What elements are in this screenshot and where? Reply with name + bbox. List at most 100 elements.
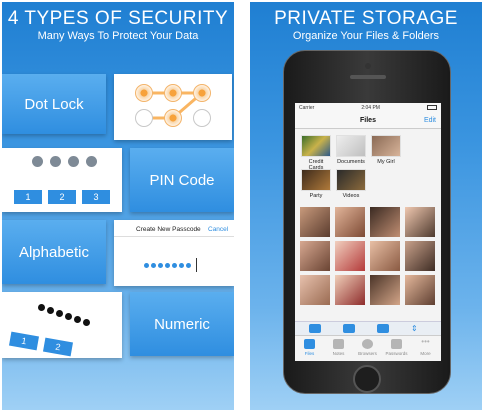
security-subline: Many Ways To Protect Your Data [37,30,199,42]
new-folder-icon[interactable] [377,324,389,333]
numeric-entry-preview: 1 2 [2,292,122,358]
tab-bar: Files Notes Browsers Passwords ••• More [295,335,441,361]
numeric-dot-icon [56,310,63,317]
numeric-dot-icon [65,313,72,320]
passcode-title: Create New Passcode [136,226,201,233]
carrier-label: Carrier [299,105,315,111]
passcode-cancel-button[interactable]: Cancel [208,226,229,233]
pattern-dot-icon [193,109,211,127]
nav-title: Files [360,117,376,124]
create-passcode-preview: Create New Passcode Cancel [114,220,234,286]
passcode-dot-icon [144,263,149,268]
pattern-dot-icon [164,109,182,127]
pin-code-tile[interactable]: PIN Code [130,148,234,212]
tab-label: More [420,351,431,356]
home-button[interactable] [353,365,381,393]
photo-thumbnail[interactable] [300,275,330,305]
numeric-tile[interactable]: Numeric [130,292,234,356]
pin-dot-icon [50,156,61,167]
folder-thumbnail [371,135,401,157]
photo-thumbnail[interactable] [405,207,435,237]
pin-dot-icon [32,156,43,167]
folder-label: Documents [337,159,365,165]
folder-thumbnail [301,169,331,191]
text-cursor [196,258,197,272]
passcode-dot-icon [179,263,184,268]
alphabetic-tile[interactable]: Alphabetic [2,220,106,284]
photo-thumbnail[interactable] [370,241,400,271]
numeric-dot-icon [83,319,90,326]
pattern-lock-preview [114,74,232,140]
photo-thumbnail[interactable] [405,275,435,305]
action-toolbar: ⇕ [295,321,441,335]
passcode-dot-icon [165,263,170,268]
passcode-dot-icon [151,263,156,268]
tab-label: Passwords [385,351,408,356]
photo-thumbnail[interactable] [300,241,330,271]
phone-screen: Carrier 2:04 PM Files Edit Credit Cards … [295,103,441,361]
iphone-mockup: Carrier 2:04 PM Files Edit Credit Cards … [283,50,451,394]
photo-thumbnail[interactable] [335,275,365,305]
add-photo-icon[interactable] [343,324,355,333]
tab-more[interactable]: ••• More [411,337,440,357]
files-icon [304,339,315,349]
security-headline: 4 TYPES OF SECURITY [7,8,229,29]
photo-thumbnail[interactable] [335,207,365,237]
camera-icon [365,63,371,69]
tab-label: Notes [332,351,345,356]
divider [114,236,234,237]
photo-thumbnail[interactable] [370,207,400,237]
photo-thumbnail[interactable] [405,241,435,271]
security-panel: 4 TYPES OF SECURITY Many Ways To Protect… [2,2,234,410]
pin-entry-preview: 1 2 3 [2,148,122,212]
folder-item[interactable]: My Girl [371,135,401,165]
photo-thumbnail[interactable] [335,241,365,271]
pattern-dot-icon [164,84,182,102]
sort-icon[interactable]: ⇕ [411,324,418,333]
tab-notes[interactable]: Notes [324,339,353,356]
folder-thumbnail [336,135,366,157]
nav-bar: Files Edit [295,113,441,129]
tab-passwords[interactable]: Passwords [382,339,411,356]
tab-files[interactable]: Files [295,339,324,356]
pattern-dot-icon [193,84,211,102]
passcode-dot-icon [186,263,191,268]
lock-icon [391,339,402,349]
keypad-key[interactable]: 2 [48,190,76,204]
passcode-dot-icon [172,263,177,268]
keypad-key[interactable]: 3 [82,190,110,204]
pin-dot-icon [68,156,79,167]
photo-thumbnail[interactable] [370,275,400,305]
storage-headline: PRIVATE STORAGE [274,8,458,29]
folder-label: Credit Cards [308,159,324,171]
tab-browsers[interactable]: Browsers [353,339,382,356]
numeric-dot-icon [74,316,81,323]
storage-subline: Organize Your Files & Folders [292,30,440,42]
edit-button[interactable]: Edit [423,117,436,124]
camera-icon[interactable] [309,324,321,333]
alphabetic-label: Alphabetic [18,243,90,261]
battery-icon [427,105,437,110]
pin-dot-icon [86,156,97,167]
folder-thumbnail [336,169,366,191]
folder-item[interactable]: Documents [336,135,366,165]
folder-item[interactable]: Credit Cards [301,135,331,171]
storage-panel: PRIVATE STORAGE Organize Your Files & Fo… [250,2,482,410]
folder-item[interactable]: Videos [336,169,366,199]
passcode-dot-icon [158,263,163,268]
tab-label: Browsers [358,351,377,356]
pin-code-label: PIN Code [149,171,215,189]
pattern-dot-icon [135,109,153,127]
keypad-key[interactable]: 1 [8,331,40,351]
folder-thumbnail [301,135,331,157]
more-icon: ••• [421,337,430,346]
numeric-dot-icon [47,307,54,314]
speaker-grille [350,75,386,79]
dot-lock-tile[interactable]: Dot Lock [2,74,106,134]
folder-item[interactable]: Party [301,169,331,199]
keypad-key[interactable]: 2 [42,337,74,357]
keypad-key[interactable]: 1 [14,190,42,204]
globe-icon [362,339,373,349]
folder-label: My Girl [377,159,395,165]
photo-thumbnail[interactable] [300,207,330,237]
